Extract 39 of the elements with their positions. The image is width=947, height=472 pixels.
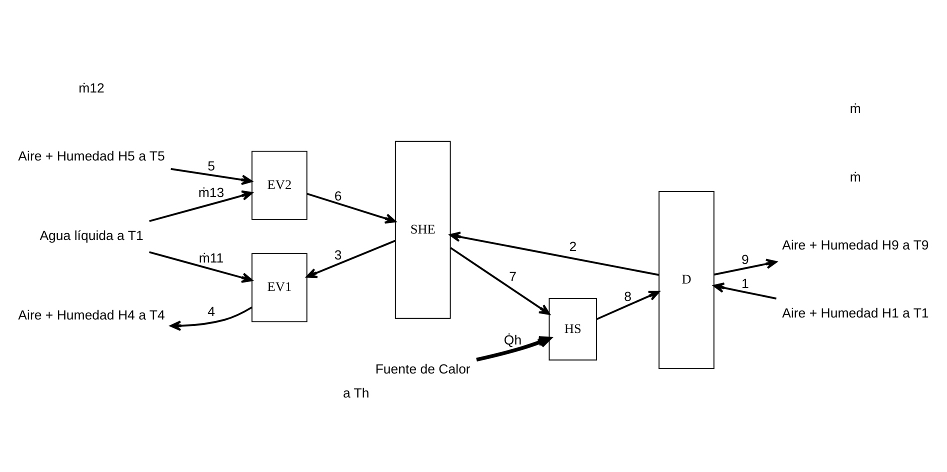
arrow	[149, 250, 253, 282]
arrow	[306, 239, 396, 278]
node-text: Agua líquida a T1	[40, 228, 144, 243]
node-box: HS	[548, 298, 598, 360]
edge-label: Q̇h	[504, 332, 522, 348]
arrow	[306, 192, 396, 224]
arrow	[596, 290, 660, 320]
edge-label: 3	[334, 246, 342, 262]
node-text: Fuente de Calor	[375, 360, 470, 376]
edge-label: 2	[569, 238, 577, 254]
node-box: D	[658, 190, 714, 369]
edge-label: 8	[624, 288, 632, 304]
arrow	[449, 231, 660, 276]
edge-label: 5	[208, 158, 215, 173]
node-text: Aire + Humedad H9 a T9	[782, 236, 929, 252]
edge-label: 1	[741, 275, 749, 290]
edge-label: ṁ11	[198, 250, 224, 265]
edge-label: 7	[509, 268, 516, 284]
arrow	[714, 258, 778, 275]
arrow	[170, 168, 253, 184]
node-text: Aire + Humedad H5 a T5	[18, 148, 165, 163]
node-text: Aire + Humedad H1 a T1	[782, 305, 929, 320]
edge-label: 4	[208, 304, 215, 319]
arrow	[476, 336, 552, 362]
label: ṁ12	[78, 80, 104, 95]
edge-label: 9	[741, 252, 749, 267]
node-box: EV1	[252, 252, 308, 322]
label: ṁ	[850, 168, 861, 184]
node-text: Aire + Humedad H4 a T4	[18, 307, 165, 322]
node-box: SHE	[394, 140, 451, 318]
arrow	[170, 306, 252, 330]
node-label: a Th	[342, 385, 370, 400]
arrow	[450, 246, 550, 314]
arrow	[713, 282, 776, 299]
edge-label: 6	[334, 188, 342, 204]
arrow	[149, 190, 253, 222]
edge-label: ṁ13	[198, 184, 224, 200]
node-box: EV2	[252, 150, 308, 220]
label: ṁ	[850, 100, 861, 116]
